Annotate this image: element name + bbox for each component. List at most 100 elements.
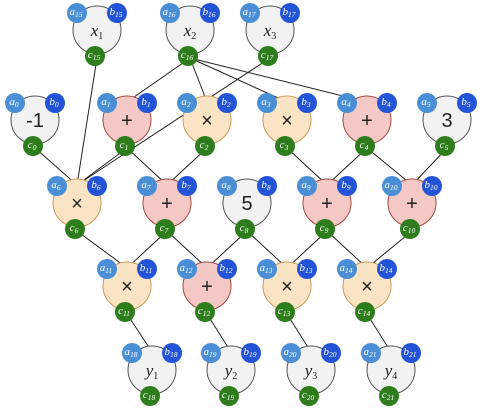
b-wire-g0 [45, 93, 65, 113]
a-wire-g13 [257, 259, 277, 279]
b-wire-g3 [297, 93, 317, 113]
edge-g0-g6 [34, 147, 78, 186]
edge-x2-g2 [189, 57, 208, 103]
c-label-g3: c3 [280, 139, 289, 152]
a-label-g10: a10 [385, 179, 398, 192]
a-label-g5: a5 [421, 96, 431, 109]
a-label-g13: a13 [260, 262, 273, 275]
gate-symbol-x3: x3 [263, 21, 277, 42]
c-wire-g7 [155, 219, 175, 239]
edge-g1-g6 [76, 147, 128, 186]
b-wire-g11 [137, 259, 157, 279]
c-label-g9: c9 [320, 222, 329, 235]
gate-symbol-g0: -1 [26, 110, 44, 132]
b-label-y3: b20 [324, 346, 337, 359]
b-wire-g10 [422, 176, 442, 196]
a-label-x2: a16 [163, 6, 176, 19]
c-label-y2: c19 [222, 389, 235, 402]
a-label-g12: a12 [180, 262, 193, 275]
gate-symbol-g14: × [361, 276, 373, 298]
a-wire-x1 [67, 3, 87, 23]
c-label-g14: c14 [358, 305, 371, 318]
c-wire-g12 [195, 302, 215, 322]
gate-symbol-g1: + [121, 110, 133, 132]
a-wire-g10 [382, 176, 402, 196]
c-wire-x3 [258, 46, 278, 66]
gate-symbol-y3: y3 [303, 361, 318, 382]
b-label-g2: b2 [221, 96, 231, 109]
b-label-g7: b7 [181, 179, 191, 192]
b-wire-y4 [401, 343, 421, 363]
gate-symbol-g11: × [121, 276, 133, 298]
c-wire-g6 [65, 219, 85, 239]
c-label-g13: c13 [278, 305, 291, 318]
gate-symbol-g6: × [71, 193, 83, 215]
gate-symbol-g10: + [406, 193, 418, 215]
gate-symbol-g9: + [321, 193, 333, 215]
b-wire-g8 [257, 176, 277, 196]
c-wire-x1 [85, 46, 105, 66]
a-wire-x2 [160, 3, 180, 23]
gate-symbol-y1: y1 [144, 361, 159, 382]
a-label-y3: a20 [284, 346, 297, 359]
c-wire-y1 [140, 386, 160, 406]
c-label-x1: c15 [88, 49, 101, 62]
a-wire-g6 [47, 176, 67, 196]
a-wire-g8 [217, 176, 237, 196]
a-wire-g14 [337, 259, 357, 279]
gate-symbol-g2: × [201, 110, 213, 132]
b-label-y2: b19 [244, 346, 257, 359]
a-label-g11: a11 [100, 262, 112, 275]
b-wire-g9 [337, 176, 357, 196]
gate-symbol-g12: + [201, 276, 213, 298]
b-label-g3: b3 [301, 96, 311, 109]
a-wire-g5 [417, 93, 437, 113]
c-wire-g2 [195, 136, 215, 156]
b-label-g8: b8 [261, 179, 271, 192]
c-wire-g4 [355, 136, 375, 156]
edge-g4-g10 [366, 147, 413, 186]
a-label-g0: a0 [9, 96, 19, 109]
a-label-y2: a19 [204, 346, 217, 359]
a-wire-g2 [177, 93, 197, 113]
a-label-g7: a7 [141, 179, 151, 192]
edge-g12-y2 [206, 313, 232, 353]
c-label-g6: c6 [70, 222, 79, 235]
a-label-x1: a15 [70, 6, 83, 19]
b-wire-g14 [377, 259, 397, 279]
edge-x3-g6 [76, 57, 271, 186]
c-label-g0: c0 [28, 139, 37, 152]
gate-symbol-g4: + [361, 110, 373, 132]
a-label-y4: a21 [364, 346, 377, 359]
b-wire-g4 [377, 93, 397, 113]
edge-x1-g6 [76, 57, 98, 186]
c-label-g10: c10 [403, 222, 416, 235]
c-label-g8: c8 [240, 222, 249, 235]
a-wire-g1 [97, 93, 117, 113]
c-wire-y3 [299, 386, 319, 406]
b-label-x3: b17 [283, 6, 296, 19]
c-wire-g11 [115, 302, 135, 322]
b-label-g9: b9 [341, 179, 351, 192]
edge-g3-g9 [286, 147, 328, 186]
c-wire-x2 [178, 46, 198, 66]
c-wire-g0 [23, 136, 43, 156]
b-label-g1: b1 [141, 96, 150, 109]
c-label-g1: c1 [120, 139, 129, 152]
b-label-g12: b12 [220, 262, 233, 275]
b-wire-x2 [200, 3, 220, 23]
b-label-g14: b14 [380, 262, 393, 275]
c-label-g2: c2 [200, 139, 209, 152]
b-label-x1: b15 [110, 6, 123, 19]
